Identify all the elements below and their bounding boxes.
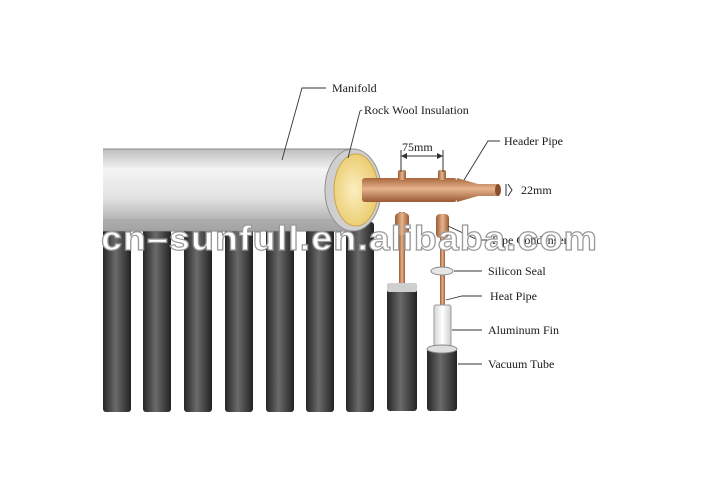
label-heat-pipe: Heat Pipe [490,289,537,303]
label-aluminum-fin: Aluminum Fin [488,323,559,337]
heat-pipe [440,236,445,356]
label-manifold: Manifold [332,81,377,95]
label-vacuum-tube: Vacuum Tube [488,357,554,371]
leader-heat-pipe [445,295,482,301]
watermark: cn–sunfull.en.alibaba.com [101,220,598,258]
header-pipe [362,170,501,202]
vacuum-tube [346,222,374,412]
silicon-seal [430,266,454,276]
leader-header-pipe [463,140,500,181]
vacuum-tube [225,222,253,412]
vacuum-tube [306,222,334,412]
vacuum-tube-array [103,222,374,412]
assembled-tube [387,212,417,411]
leader-manifold [281,87,326,161]
dimension-22mm: 22mm [505,183,552,197]
pipe-condenser [436,214,449,238]
manifold-body [103,149,353,231]
vacuum-tube-single [427,348,457,411]
vacuum-tube [266,222,294,412]
vacuum-tube [184,222,212,412]
label-75mm: 75mm [402,140,433,154]
leader-lines [281,87,500,365]
label-condenser: Pipe Condenser [492,233,568,247]
dimension-75mm: 75mm [400,140,444,172]
label-22mm: 22mm [521,183,552,197]
manifold [103,148,382,232]
vacuum-tube [103,222,131,412]
label-header-pipe: Header Pipe [504,134,563,148]
leader-rock-wool [347,109,363,159]
exploded-assembly [426,214,458,411]
label-silicon-seal: Silicon Seal [488,264,546,278]
leader-condenser [447,225,488,241]
vacuum-tube [143,222,171,412]
label-rock-wool: Rock Wool Insulation [364,103,469,117]
